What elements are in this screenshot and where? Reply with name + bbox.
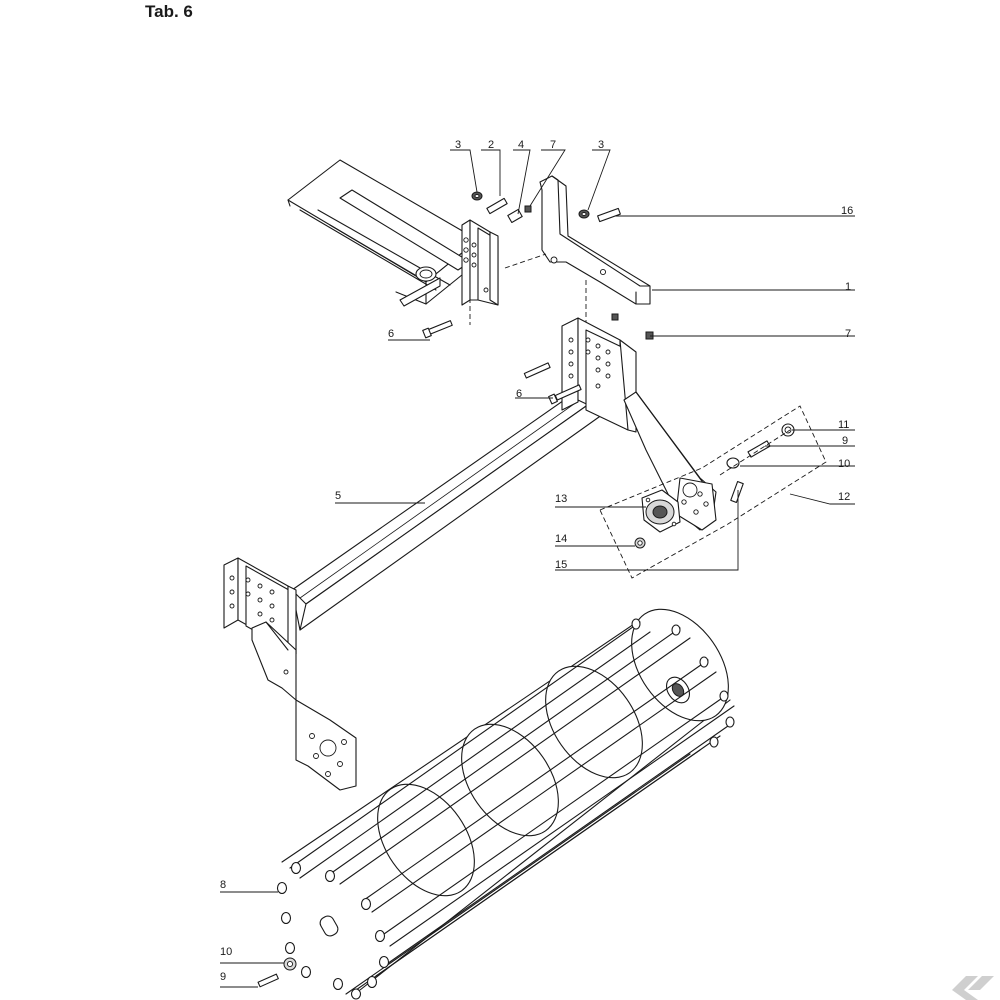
bearing-assembly-box	[599, 405, 827, 579]
callout-3: 3	[455, 139, 461, 151]
page-title: Tab. 6	[145, 2, 193, 21]
arm-bracket	[504, 175, 651, 305]
callout-10: 10	[220, 946, 232, 958]
callout-9: 9	[842, 435, 848, 447]
roller-rod-ends-right	[631, 618, 735, 748]
left-end-plates	[223, 557, 357, 791]
cross-tube	[291, 381, 607, 631]
callout-15: 15	[555, 559, 567, 571]
callout-labels: 3 2 4 7 3 16 1 6 7 6 11 9 10 12 5 13 14 …	[220, 139, 853, 983]
callout-6: 6	[516, 388, 522, 400]
frame-beam	[287, 159, 479, 307]
callout-16: 16	[841, 205, 853, 217]
callout-7: 7	[550, 139, 556, 151]
upper-hardware	[422, 191, 654, 340]
callout-13: 13	[555, 493, 567, 505]
right-plate-holes	[568, 337, 611, 389]
callout-12: 12	[838, 491, 850, 503]
callout-3: 3	[598, 139, 604, 151]
callout-14: 14	[555, 533, 567, 545]
callout-1: 1	[845, 281, 851, 293]
right-end-plates	[523, 317, 637, 433]
callout-11: 11	[838, 419, 849, 431]
callout-4: 4	[518, 139, 524, 151]
leader-lines	[220, 149, 855, 988]
corner-logo	[952, 976, 994, 1000]
right-arm	[623, 391, 717, 531]
callout-10: 10	[838, 458, 850, 470]
callout-9: 9	[220, 971, 226, 983]
callout-6: 6	[388, 328, 394, 340]
roller-rod-ends-left	[276, 861, 390, 1000]
callout-5: 5	[335, 490, 341, 502]
roller-rods	[289, 621, 735, 995]
cage-roller	[257, 608, 735, 1000]
callout-7: 7	[845, 328, 851, 340]
left-plate-holes	[229, 575, 275, 623]
beam-clamp-plates	[461, 219, 499, 306]
callout-8: 8	[220, 879, 226, 891]
callout-2: 2	[488, 139, 494, 151]
